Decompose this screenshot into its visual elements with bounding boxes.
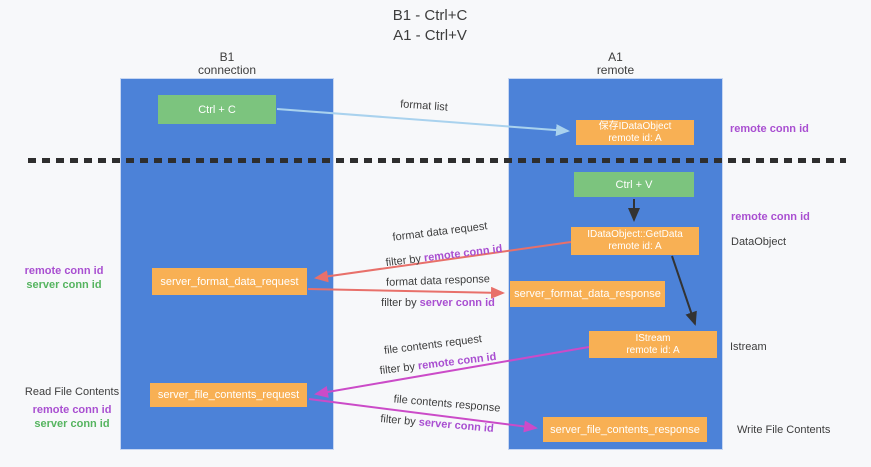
server-format-data-request-box: server_format_data_request bbox=[152, 268, 307, 295]
istream-box: IStream remote id: A bbox=[589, 331, 717, 358]
left-lifeline-header: B1 connection bbox=[120, 51, 334, 77]
idataobject-getdata-box: IDataObject::GetData remote id: A bbox=[571, 227, 699, 255]
ctrl-v-box: Ctrl + V bbox=[574, 172, 694, 197]
filter-by-server-conn-id-label-2: filter by server conn id bbox=[380, 413, 494, 435]
filter-by-text: filter by bbox=[385, 252, 422, 270]
left-server-conn-id-top: server conn id bbox=[26, 279, 102, 291]
server-format-data-request-label: server_format_data_request bbox=[160, 275, 299, 288]
title-line-2: A1 - Ctrl+V bbox=[393, 27, 467, 44]
left-conn-id-annotation-group: remote conn id server conn id bbox=[14, 264, 114, 292]
server-conn-id-text: server conn id bbox=[419, 297, 495, 309]
read-file-contents-annotation: Read File Contents bbox=[24, 386, 120, 398]
ctrl-c-label: Ctrl + C bbox=[198, 103, 236, 116]
right-lifeline-name: A1 bbox=[608, 50, 623, 64]
session-divider-dashed-line bbox=[28, 158, 846, 163]
right-lifeline-header: A1 remote bbox=[508, 51, 723, 77]
dataobject-annotation: DataObject bbox=[731, 236, 787, 248]
file-contents-response-label: file contents response bbox=[393, 393, 501, 415]
filter-by-text: filter by bbox=[381, 297, 417, 309]
server-conn-id-text: server conn id bbox=[418, 416, 495, 435]
format-data-request-label: format data request bbox=[391, 220, 489, 244]
getdata-line1: IDataObject::GetData bbox=[587, 229, 683, 240]
istream-line2: remote id: A bbox=[626, 344, 680, 356]
format-list-label: format list bbox=[399, 98, 449, 114]
format-data-response-label: format data response bbox=[385, 273, 491, 289]
save-idataobject-line2: remote id: A bbox=[608, 132, 662, 144]
filter-by-remote-conn-id-label-1: filter by remote conn id bbox=[385, 243, 503, 269]
right-lifeline-role: remote bbox=[596, 63, 635, 77]
server-format-data-response-label: server_format_data_response bbox=[514, 288, 661, 300]
filter-by-text: filter by bbox=[379, 413, 417, 429]
save-idataobject-line1: 保存IDataObject bbox=[598, 120, 672, 132]
save-idataobject-box: 保存IDataObject remote id: A bbox=[576, 120, 694, 145]
ctrl-c-box: Ctrl + C bbox=[158, 95, 276, 124]
remote-conn-id-annotation-top: remote conn id bbox=[730, 123, 809, 135]
ctrl-v-label: Ctrl + V bbox=[615, 178, 653, 191]
server-file-contents-response-label: server_file_contents_response bbox=[550, 423, 700, 436]
filter-by-server-conn-id-label-1: filter by server conn id bbox=[381, 297, 495, 309]
filter-by-text: filter by bbox=[379, 360, 416, 378]
left-remote-conn-id-top: remote conn id bbox=[24, 265, 104, 277]
left-lifeline-name: B1 bbox=[219, 50, 235, 64]
write-file-contents-annotation: Write File Contents bbox=[737, 424, 831, 436]
left-server-conn-id-bottom: server conn id bbox=[34, 418, 110, 430]
remote-conn-id-text: remote conn id bbox=[423, 242, 503, 265]
title-line-1: B1 - Ctrl+C bbox=[392, 7, 468, 24]
left-lifeline-role: connection bbox=[197, 63, 257, 77]
format-data-response-arrow bbox=[307, 286, 505, 299]
remote-conn-id-text: remote conn id bbox=[417, 350, 497, 373]
istream-annotation: Istream bbox=[730, 341, 767, 353]
server-format-data-response-box: server_format_data_response bbox=[510, 281, 665, 307]
getdata-line2: remote id: A bbox=[608, 241, 662, 252]
server-file-contents-request-box: server_file_contents_request bbox=[150, 383, 307, 407]
diagram-title: B1 - Ctrl+C A1 - Ctrl+V bbox=[0, 6, 860, 46]
server-file-contents-response-box: server_file_contents_response bbox=[543, 417, 707, 442]
read-file-contents-annotation-group: Read File Contents remote conn id server… bbox=[20, 385, 124, 431]
istream-line1: IStream bbox=[635, 332, 671, 344]
remote-conn-id-annotation-mid: remote conn id bbox=[731, 211, 810, 223]
left-remote-conn-id-bottom: remote conn id bbox=[32, 404, 112, 416]
server-file-contents-request-label: server_file_contents_request bbox=[157, 389, 300, 401]
